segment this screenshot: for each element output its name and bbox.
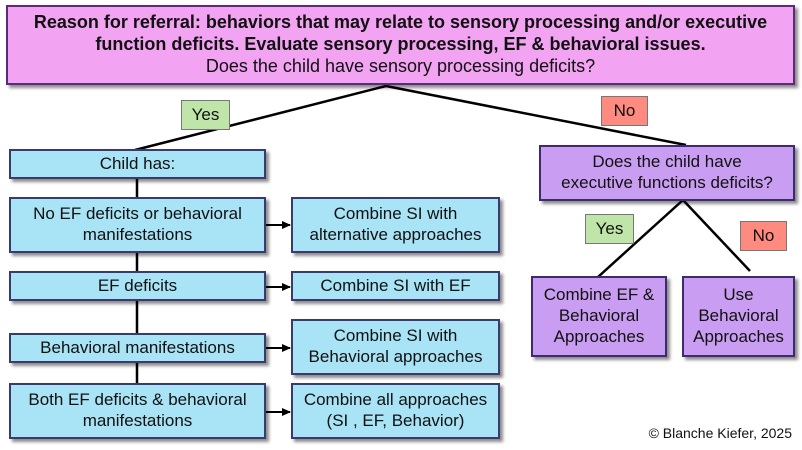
ef-yes-line-3: Approaches: [553, 326, 645, 346]
ef-question-line-2: executive functions deficits?: [561, 173, 773, 192]
outcome-behavioral-only: Use Behavioral Approaches: [682, 276, 795, 357]
condition-no-deficits: No EF deficits or behavioral manifestati…: [9, 197, 266, 253]
ef-no-line-3: Approaches: [693, 326, 784, 346]
condition-1-line-1: No EF deficits or behavioral: [33, 204, 242, 224]
outcome-4-line-2: (SI , EF, Behavior): [326, 411, 465, 430]
outcome-1-line-1: Combine SI with: [333, 204, 458, 224]
yes-tag-main: Yes: [181, 100, 230, 130]
referral-line-2: function deficits. Evaluate sensory proc…: [95, 34, 706, 55]
branch-line-yes: [134, 84, 387, 152]
ef-no-line-2: Behavioral: [698, 306, 779, 326]
outcome-1-line-2: alternative approaches: [309, 225, 482, 244]
yes-tag-ef: Yes: [585, 214, 634, 244]
outcome-3-line-1: Combine SI with: [333, 326, 458, 346]
ef-yes-line-2: Behavioral: [558, 306, 640, 326]
outcome-2-label: Combine SI with EF: [320, 275, 471, 295]
no-tag-main: No: [601, 96, 648, 126]
outcome-4-line-1: Combine all approaches: [303, 390, 488, 410]
ef-question-box: Does the child have executive functions …: [539, 145, 795, 201]
condition-4-line-2: manifestations: [82, 411, 193, 430]
outcome-all-approaches: Combine all approaches (SI , EF, Behavio…: [291, 383, 500, 439]
copyright-text: © Blanche Kiefer, 2025: [648, 425, 792, 441]
condition-behavioral: Behavioral manifestations: [9, 333, 266, 363]
outcome-si-behavioral: Combine SI with Behavioral approaches: [291, 319, 500, 375]
ef-yes-line-1: Combine EF &: [543, 285, 655, 305]
condition-ef-deficits: EF deficits: [9, 271, 266, 301]
referral-box: Reason for referral: behaviors that may …: [6, 5, 795, 85]
ef-no-line-1: Use: [723, 285, 754, 305]
condition-4-line-1: Both EF deficits & behavioral: [28, 390, 247, 410]
referral-line-1: Reason for referral: behaviors that may …: [33, 12, 768, 33]
ef-question-line-1: Does the child have: [592, 152, 742, 172]
outcome-ef-behavioral: Combine EF & Behavioral Approaches: [531, 276, 667, 357]
ef-branch-yes: [597, 199, 684, 278]
outcome-3-line-2: Behavioral approaches: [308, 347, 483, 366]
referral-question: Does the child have sensory processing d…: [205, 55, 596, 76]
ef-branch-no: [682, 199, 751, 272]
child-has-box: Child has:: [9, 149, 266, 179]
outcome-si-ef: Combine SI with EF: [291, 271, 500, 301]
child-has-label: Child has:: [99, 153, 176, 173]
no-tag-ef: No: [740, 221, 787, 251]
branch-line-no: [385, 84, 687, 147]
condition-2-label: EF deficits: [97, 275, 178, 295]
outcome-si-alternative: Combine SI with alternative approaches: [291, 197, 500, 253]
condition-1-line-2: manifestations: [82, 225, 193, 244]
condition-3-label: Behavioral manifestations: [40, 337, 235, 357]
condition-both: Both EF deficits & behavioral manifestat…: [9, 383, 266, 439]
